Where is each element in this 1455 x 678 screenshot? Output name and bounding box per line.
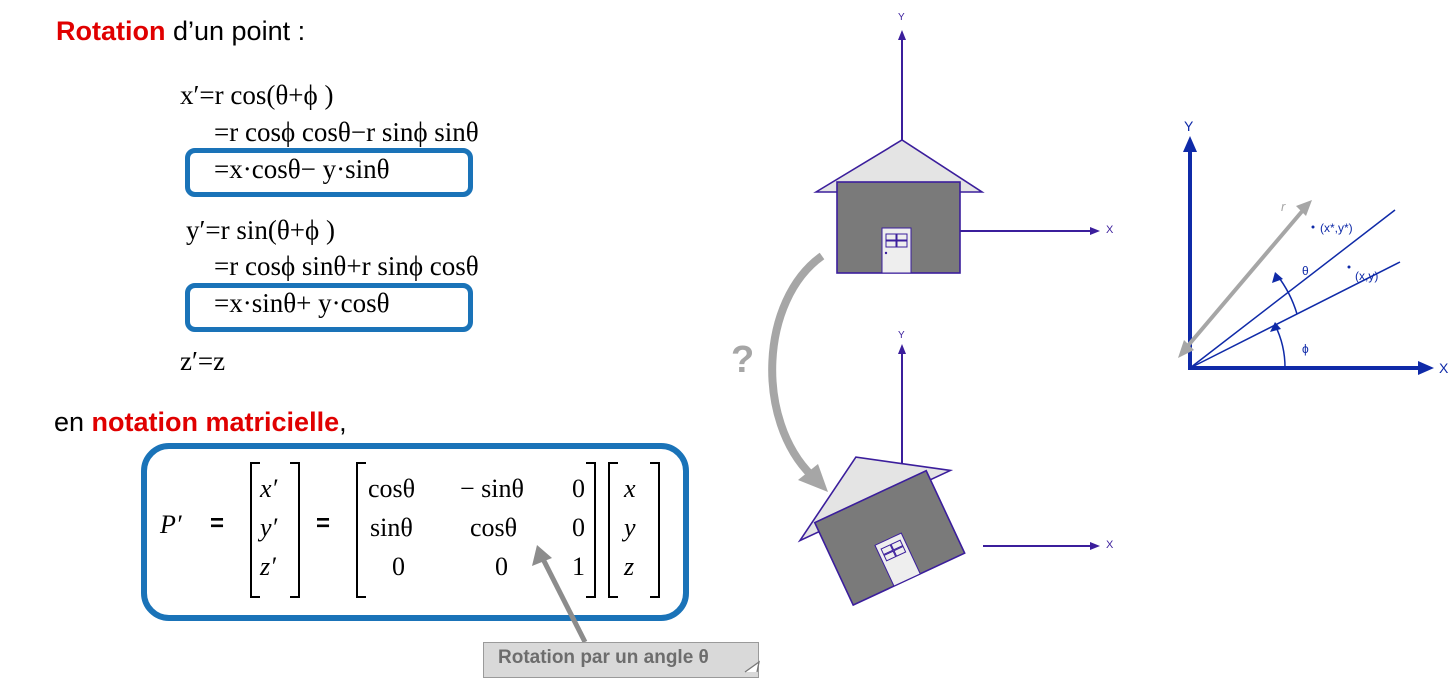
transform-arrow: [768, 252, 825, 479]
house1-x-label: X: [1106, 224, 1114, 236]
eq-x-line2: =r cosϕ cosθ−r sinϕ sinθ: [214, 117, 479, 147]
vec-left-cell: y′: [260, 513, 278, 542]
rot-matrix-cell: 0: [572, 513, 585, 542]
rot-matrix-cell: cosθ: [470, 513, 518, 542]
theta-arc: [1276, 274, 1298, 315]
phi-arc: [1274, 324, 1286, 369]
matrix-equals-1: =: [210, 510, 225, 537]
matrix-equation-box: [141, 443, 689, 621]
question-mark: ?: [731, 339, 755, 381]
rot-matrix-cell: cosθ: [368, 474, 416, 503]
rot-matrix-cell: 0: [572, 474, 585, 503]
heading-emphasis: Rotation: [56, 16, 166, 46]
matrix-heading-prefix: en: [54, 407, 92, 437]
house-diagram: [768, 30, 1100, 607]
rot-matrix-cell: 1: [572, 552, 585, 581]
point-rotated-label: (x*,y*): [1320, 221, 1353, 235]
matrix-equals-2: =: [316, 510, 331, 537]
theta-label: θ: [1302, 264, 1309, 278]
vec-right-cell: y: [624, 513, 636, 542]
vec-left-open-bracket: [250, 462, 260, 598]
vector-original: [1189, 261, 1401, 369]
phi-label: ϕ: [1302, 342, 1309, 356]
eq-y-line3: =x·sinθ+ y·cosθ: [214, 288, 390, 318]
vec-left-cell: x′: [260, 474, 278, 503]
heading-rest: d’un point :: [165, 16, 306, 46]
callout-note: Rotation par un angle θ: [483, 642, 759, 678]
rot-matrix-cell: − sinθ: [460, 474, 524, 503]
vec-left-cell: z′: [260, 552, 276, 581]
vec-left-close-bracket: [290, 462, 300, 598]
matrix-heading-emphasis: notation matricielle: [91, 407, 340, 437]
matrix-lhs: P′: [160, 510, 182, 539]
point-original-label: (x,y): [1355, 269, 1379, 283]
matrix-heading-suffix: ,: [339, 407, 347, 437]
rot-matrix-cell: 0: [495, 552, 508, 581]
callout-corner: [744, 660, 760, 673]
eq-x-line3: =x·cosθ− y·sinθ: [214, 154, 390, 184]
angle-diagram: [1178, 136, 1434, 375]
angle-x-label: X: [1439, 360, 1449, 376]
house2-x-label: X: [1106, 539, 1114, 551]
rot-matrix-cell: sinθ: [370, 513, 413, 542]
eq-x-result-box: [185, 148, 473, 197]
rot-matrix-cell: 0: [392, 552, 405, 581]
vec-right-open-bracket: [608, 462, 618, 598]
matrix-heading: en notation matricielle,: [54, 407, 347, 438]
eq-y-result-box: [185, 283, 473, 332]
eq-x-line1: x′=r cos(θ+ϕ ): [180, 80, 334, 110]
rot-matrix-close-bracket: [586, 462, 596, 598]
eq-z: z′=z: [180, 346, 226, 376]
eq-y-line2: =r cosϕ sinθ+r sinϕ cosθ: [214, 251, 479, 281]
house1-y-label: Y: [898, 12, 905, 23]
vec-right-cell: z: [624, 552, 635, 581]
vec-right-cell: x: [624, 474, 636, 503]
section-heading: Rotation d’un point :: [56, 16, 305, 47]
angle-y-label: Y: [1184, 118, 1194, 134]
house2-y-label: Y: [898, 330, 905, 341]
vector-rotated: [1189, 209, 1396, 369]
eq-y-line1: y′=r sin(θ+ϕ ): [186, 215, 335, 245]
vec-right-close-bracket: [650, 462, 660, 598]
callout-text: Rotation par un angle θ: [498, 647, 709, 668]
r-label: r: [1281, 199, 1286, 214]
r-arrow: [1184, 207, 1306, 350]
rot-matrix-open-bracket: [356, 462, 366, 598]
